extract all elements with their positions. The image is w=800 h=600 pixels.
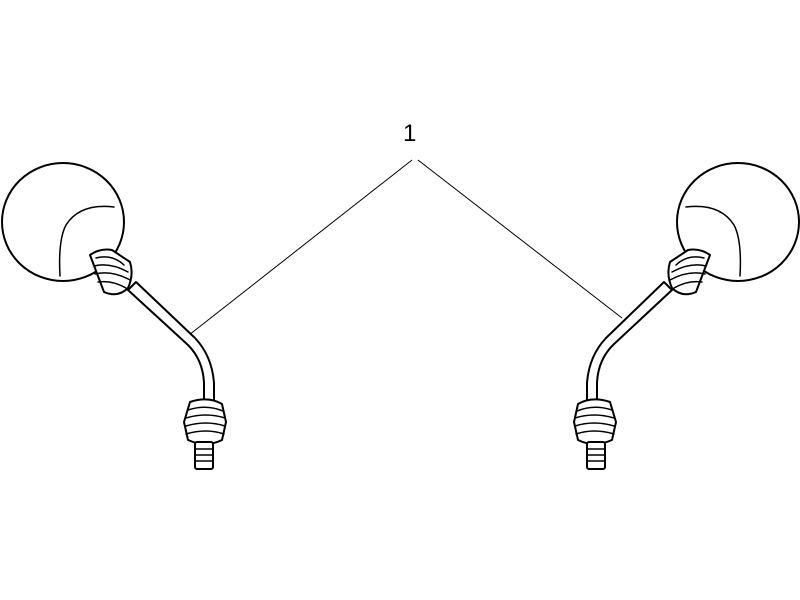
callout-number: 1 [403,120,417,147]
right-mirror-reflection [685,205,742,277]
right-mirror [573,162,800,470]
left-mirror-head [1,162,125,282]
right-mirror-lower-boot [573,398,617,445]
left-mirror-threaded-bolt [194,441,214,470]
left-mirror-stem [127,281,215,406]
right-mirror-head [676,162,800,282]
left-mirror [1,162,227,470]
left-mirror-upper-boot [89,248,133,296]
leader-line-left [188,159,413,336]
right-mirror-threaded-bolt [586,441,606,470]
leader-line-right [417,159,623,319]
callout-leader-lines [188,159,623,336]
right-mirror-upper-boot [667,248,711,296]
left-mirror-lower-boot [183,398,227,445]
left-mirror-reflection [58,205,115,277]
